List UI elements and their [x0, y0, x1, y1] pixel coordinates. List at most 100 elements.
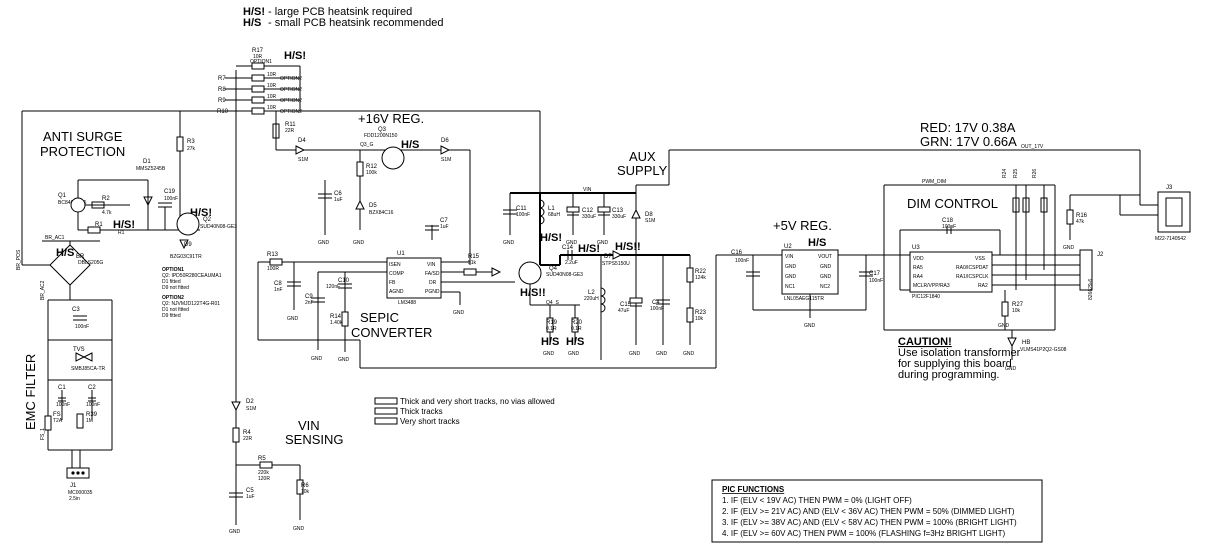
c15-ref: C15: [620, 302, 632, 308]
j3-ref: J3: [1166, 185, 1173, 191]
c14-value: 2.2uF: [565, 260, 578, 266]
d6-value: S1M: [441, 157, 451, 163]
u2-pin-gnd4: GND: [820, 274, 832, 280]
sepic-title-2: CONVERTER: [351, 325, 432, 340]
u2-pin-gnd2: GND: [785, 274, 797, 280]
r9-resistor: [251, 96, 265, 104]
aux-title-2: SUPPLY: [617, 163, 668, 178]
c4-value: 100nF: [650, 306, 664, 312]
u1-pin-dr: DR: [429, 280, 437, 286]
heatsink-note-text-1: - large PCB heatsink required: [268, 6, 412, 18]
c15-value: 47uF: [618, 308, 629, 314]
c6-ref: C6: [334, 191, 342, 197]
u3-pin-ra4: RA4: [913, 274, 923, 280]
u3-pin-mclr: MCLR/VPP/RA3: [913, 283, 950, 289]
caution-line-1: Use isolation transformer: [898, 347, 1021, 359]
gnd-c11: GND: [503, 240, 515, 246]
d7-hs-mark: H/S!!: [615, 241, 641, 253]
r8-resistor: [251, 85, 265, 93]
u2-pin-gnd3: GND: [820, 264, 832, 270]
legend-swatch-2: [374, 407, 398, 415]
r27-ref: R27: [1012, 302, 1024, 308]
c6-value: 1uF: [334, 197, 343, 203]
c1-value: 100nF: [56, 402, 70, 408]
c10-ref: C10: [338, 278, 350, 284]
r25-label: R25: [1013, 169, 1019, 178]
c2-ref: C2: [88, 385, 96, 391]
r20-ref: R20: [571, 320, 583, 326]
c4-ref: C4: [652, 300, 660, 306]
gnd-c8: GND: [287, 316, 299, 322]
r4-ref: R4: [243, 430, 251, 436]
c9-ref: C9: [305, 294, 313, 300]
r3-value: 27k: [187, 146, 196, 152]
l1-value: 68uH: [548, 212, 560, 218]
c16-value: 100nF: [735, 258, 749, 264]
c19-ref: C19: [164, 189, 176, 195]
u1-ref: U1: [397, 251, 405, 257]
d8-value: S1M: [645, 218, 655, 224]
j1-ref: J1: [70, 483, 77, 489]
option2-d9: D9 fitted: [162, 313, 181, 319]
r22-value: 124k: [695, 275, 706, 281]
r14-value: 1.40k: [330, 320, 343, 326]
r17-hs-mark: H/S!: [284, 50, 306, 62]
c2-value: 100nF: [86, 402, 100, 408]
j2-connector: [1079, 249, 1093, 291]
dim-control-section: RED: 17V 0.38A GRN: 17V 0.66A OUT_17V PW…: [883, 120, 1191, 381]
pic-function-1: 1. IF (ELV < 19V AC) THEN PWM = 0% (LIGH…: [722, 496, 912, 505]
red-current-label: RED: 17V 0.38A: [920, 120, 1016, 135]
gnd-c9: GND: [311, 356, 323, 362]
option2-q2: Q2: NJVMJD122T4G-R01: [162, 301, 220, 307]
option2-title: OPTION2: [162, 295, 184, 301]
u1-pin-pgnd: PGND: [425, 289, 440, 295]
pic-function-4: 4. IF (ELV >= 60V AC) THEN PWM = 100% (F…: [722, 529, 1006, 538]
u3-pin-vdd: VDD: [913, 256, 924, 262]
gnd-r14: GND: [338, 357, 350, 363]
c14-hs-mark: H/S!: [578, 243, 600, 255]
c11-value: 100nF: [516, 212, 530, 218]
aux-title-1: AUX: [629, 149, 656, 164]
caution-title: CAUTION!: [898, 336, 952, 348]
u3-pin-ra2: RA2: [978, 283, 988, 289]
j1-value: MC000035: [68, 490, 93, 496]
r8-note: OPTION2: [280, 87, 302, 93]
u1-value: LM3488: [398, 300, 416, 306]
r5-value-1: 220k: [258, 470, 269, 476]
vin-net-label: VIN: [583, 187, 592, 193]
u1-pin-agnd: AGND: [389, 289, 404, 295]
c7-value: 1uF: [440, 224, 449, 230]
caution-line-2: for supplying this board: [898, 358, 1012, 370]
gnd-c4: GND: [656, 351, 668, 357]
q2-mosfet: [176, 212, 200, 236]
r1-ref: R1: [95, 222, 103, 228]
r6-ref: R6: [301, 483, 309, 489]
reg5-section: +5V REG. U2 H/S LNL05AEG115TR VIN GND GN…: [716, 218, 900, 329]
q3-hs-mark: H/S: [401, 139, 419, 151]
r16-value: 47k: [1076, 219, 1085, 225]
c3-ref: C3: [72, 307, 80, 313]
tvs-value: SMBJ85CA-TR: [71, 366, 106, 372]
fs-ref: FS: [53, 412, 61, 418]
d1-value: MMSZ5245B: [136, 166, 166, 172]
l2-value: 220uH: [584, 296, 599, 302]
r17-ref: R17: [252, 48, 264, 54]
r8-ref: R8: [218, 87, 226, 93]
r23-value: 10k: [695, 316, 704, 322]
r12-ref: R12: [366, 164, 378, 170]
br-ref: BR: [76, 254, 85, 260]
c13-value: 330uF: [612, 214, 626, 220]
r1-value: R1: [118, 230, 125, 236]
u2-pin-vin: VIN: [785, 254, 794, 260]
heatsink-note-text-2: - small PCB heatsink recommended: [268, 17, 443, 29]
br-pos-net: BR_POS: [16, 249, 22, 270]
r9-value: 10R: [267, 94, 277, 100]
hb-led: [1007, 337, 1017, 348]
r11-ref: R11: [285, 122, 296, 128]
pic-function-3: 3. IF (ELV >= 38V AC) AND (ELV < 58V AC)…: [722, 518, 1017, 527]
r2-ref: R2: [102, 196, 110, 202]
gnd-c5: GND: [229, 529, 241, 535]
gnd-r23: GND: [683, 351, 695, 357]
reg5-title: +5V REG.: [773, 218, 832, 233]
u1-pin-fb: FB: [389, 280, 396, 286]
